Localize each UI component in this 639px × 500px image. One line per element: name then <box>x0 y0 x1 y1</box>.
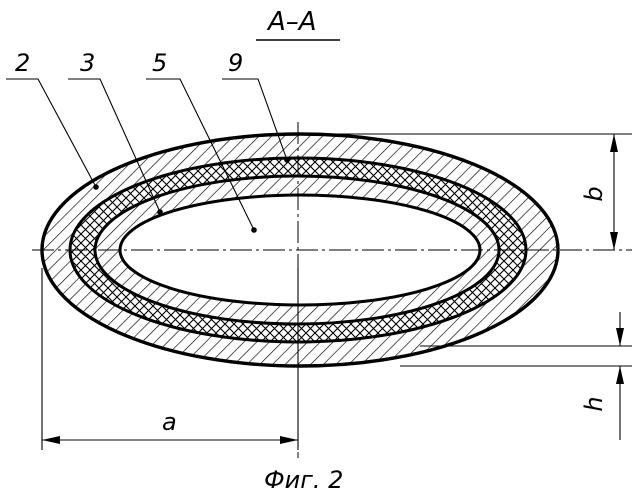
dimension-h-arrow-top <box>616 328 624 346</box>
dimension-a-label: a <box>162 408 177 436</box>
dimension-b-arrow-bottom <box>610 232 618 250</box>
figure-caption: Фиг. 2 <box>264 466 343 494</box>
callout-label-9: 9 <box>228 49 243 77</box>
callout-label-5: 5 <box>152 49 167 77</box>
dimension-h-arrow-bottom <box>616 366 624 384</box>
callout-label-2: 2 <box>15 49 30 77</box>
section-title: A–A <box>266 7 317 37</box>
dimension-a-arrow-right <box>280 436 298 444</box>
dimension-b-label: b <box>580 186 608 201</box>
callout-label-3: 3 <box>80 49 95 77</box>
dimension-h-label: h <box>580 396 608 411</box>
dimension-a-arrow-left <box>42 436 60 444</box>
dimension-b-arrow-top <box>610 134 618 152</box>
